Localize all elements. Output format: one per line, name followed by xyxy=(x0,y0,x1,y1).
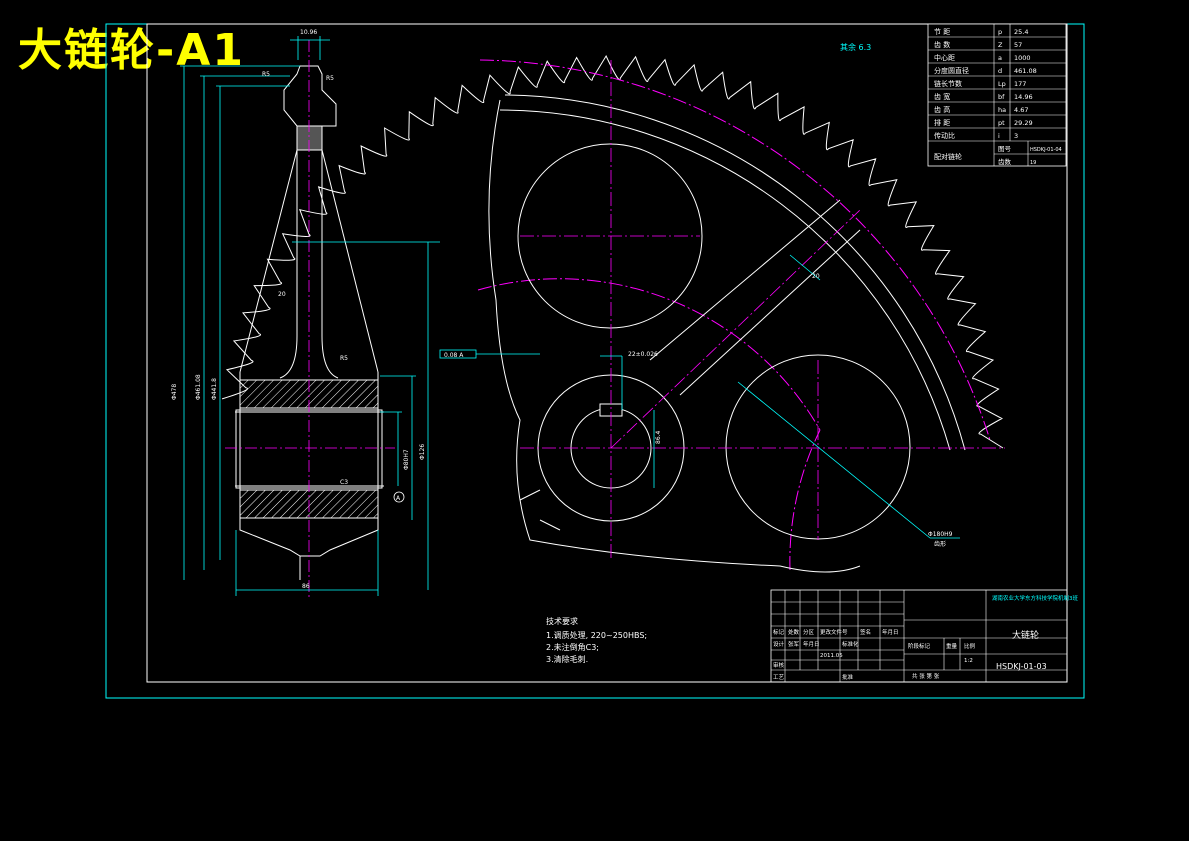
tb-sheet: 共 张 第 张 xyxy=(912,672,940,680)
tb-review: 审核 xyxy=(773,661,785,669)
param-symbol: d xyxy=(998,67,1002,75)
dim-hole-dia: Φ180H9 xyxy=(928,531,953,538)
param-symbol: bf xyxy=(998,93,1005,101)
mating-label: 配对链轮 xyxy=(934,152,962,161)
inner-frame xyxy=(146,23,1068,683)
front-diag-centerline xyxy=(610,209,861,449)
mating-teeth: 19 xyxy=(1030,160,1036,166)
dim-d1: Φ461.08 xyxy=(195,374,202,400)
param-name: 排 距 xyxy=(934,118,950,127)
mating-fig-no-label: 图号 xyxy=(998,145,1012,153)
tech-requirements: 技术要求 1.调质处理, 220~250HBS; 2.未注倒角C3; 3.清除毛… xyxy=(546,616,647,664)
param-symbol: i xyxy=(998,132,1000,140)
tb-sign-3: 更改文件号 xyxy=(820,628,848,636)
dim-web: 20 xyxy=(278,291,286,298)
tb-ratio: 比例 xyxy=(964,642,976,650)
section-dimensions xyxy=(180,36,440,596)
dim-rim-r2: R5 xyxy=(262,71,270,78)
param-name: 中心距 xyxy=(934,53,955,62)
param-value: 29.29 xyxy=(1014,119,1033,127)
param-symbol: a xyxy=(998,54,1002,62)
dim-hub-od: Φ126 xyxy=(419,444,426,460)
param-symbol: Lp xyxy=(998,80,1006,88)
param-value: 57 xyxy=(1014,41,1022,49)
tb-design-4: 2011.05 xyxy=(820,653,843,659)
tb-sign-1: 处数 xyxy=(788,628,800,636)
tb-sign-0: 标记 xyxy=(773,628,785,636)
params-table: 节 距 p 25.4 齿 数 Z 57 中心距 a 1000 分度圆直径 d 461.08 链长节数 Lp… xyxy=(927,23,1067,167)
param-value: 14.96 xyxy=(1014,93,1033,101)
tb-sign-2: 分区 xyxy=(803,628,815,636)
tech-req-3: 3.清除毛刺. xyxy=(546,654,588,664)
tb-sign-5: 年月日 xyxy=(882,628,899,636)
param-name: 齿 宽 xyxy=(934,92,950,101)
dim-d2: Φ441.8 xyxy=(211,378,218,400)
tb-weight: 重量 xyxy=(946,642,958,650)
drawing-title-overlay: 大链轮-A1 xyxy=(18,25,245,76)
param-name: 传动比 xyxy=(934,131,955,140)
param-value: 1000 xyxy=(1014,54,1031,62)
mating-teeth-label: 齿数 xyxy=(998,157,1012,166)
dim-tol: 0.08 A xyxy=(444,352,464,359)
tech-req-1: 1.调质处理, 220~250HBS; xyxy=(546,630,647,640)
section-view xyxy=(235,65,384,580)
param-value: 4.67 xyxy=(1014,106,1028,114)
datum-a-circle xyxy=(393,491,405,503)
tech-req-2: 2.未注倒角C3; xyxy=(546,642,599,652)
datum-a-label: A xyxy=(396,495,401,502)
tb-school: 湖南农业大学东方科技学院机制3班 xyxy=(992,594,1079,602)
rim-hatch xyxy=(296,125,323,151)
dim-pitch-left: Φ478 xyxy=(171,384,178,400)
tech-req-title: 技术要求 xyxy=(546,616,578,626)
param-symbol: ha xyxy=(998,106,1006,114)
dim-hub-bore: Φ80H7 xyxy=(403,449,410,470)
dim-key: 22±0.026 xyxy=(628,351,658,358)
param-name: 分度圆直径 xyxy=(934,66,969,75)
dim-rim-r: R5 xyxy=(326,75,334,82)
param-value: 177 xyxy=(1014,80,1026,88)
dim-chamfer: C3 xyxy=(340,479,348,486)
param-name: 节 距 xyxy=(934,28,950,36)
sprocket-teeth xyxy=(221,54,1004,449)
title-block: 湖南农业大学东方科技学院机制3班 大链轮 HSDKJ-01-03 1:2 共 张… xyxy=(770,589,1079,683)
tb-part-name: 大链轮 xyxy=(1012,629,1039,641)
param-symbol: p xyxy=(998,28,1002,36)
param-value: 25.4 xyxy=(1014,28,1028,36)
param-value: 461.08 xyxy=(1014,67,1037,75)
teeth-note: 齿形 xyxy=(934,540,946,548)
tb-design-3: 标准化 xyxy=(842,640,859,648)
dim-top-small: 10.96 xyxy=(300,29,317,36)
dim-hub-len: 86 xyxy=(302,583,310,590)
tb-process: 工艺 xyxy=(773,674,785,681)
tb-design-1: 张军 xyxy=(788,640,800,648)
dim-keydepth: 86.4 xyxy=(655,430,662,444)
mating-fig-no: HSDKJ-01-04 xyxy=(1030,147,1062,153)
param-value: 3 xyxy=(1014,132,1018,140)
param-name: 链长节数 xyxy=(934,79,962,88)
param-symbol: pt xyxy=(998,119,1005,127)
tb-drawing-no: HSDKJ-01-03 xyxy=(996,662,1047,671)
param-name: 齿 数 xyxy=(934,40,950,49)
dim-spoke: 20 xyxy=(812,273,820,280)
tb-design-0: 设计 xyxy=(773,640,785,648)
tb-design-2: 年月日 xyxy=(803,640,820,648)
param-symbol: Z xyxy=(998,41,1003,49)
tb-sign-4: 签名 xyxy=(860,628,871,636)
roughness-note: 其余 6.3 xyxy=(840,42,871,52)
tb-stage: 阶段标记 xyxy=(908,642,931,650)
tb-scale: 1:2 xyxy=(964,658,973,664)
front-dimensions xyxy=(439,254,960,539)
lightening-hole-top xyxy=(517,143,703,329)
tb-approve: 批准 xyxy=(842,673,854,681)
param-name: 齿 高 xyxy=(934,105,950,114)
dim-web-r: R5 xyxy=(340,355,348,362)
